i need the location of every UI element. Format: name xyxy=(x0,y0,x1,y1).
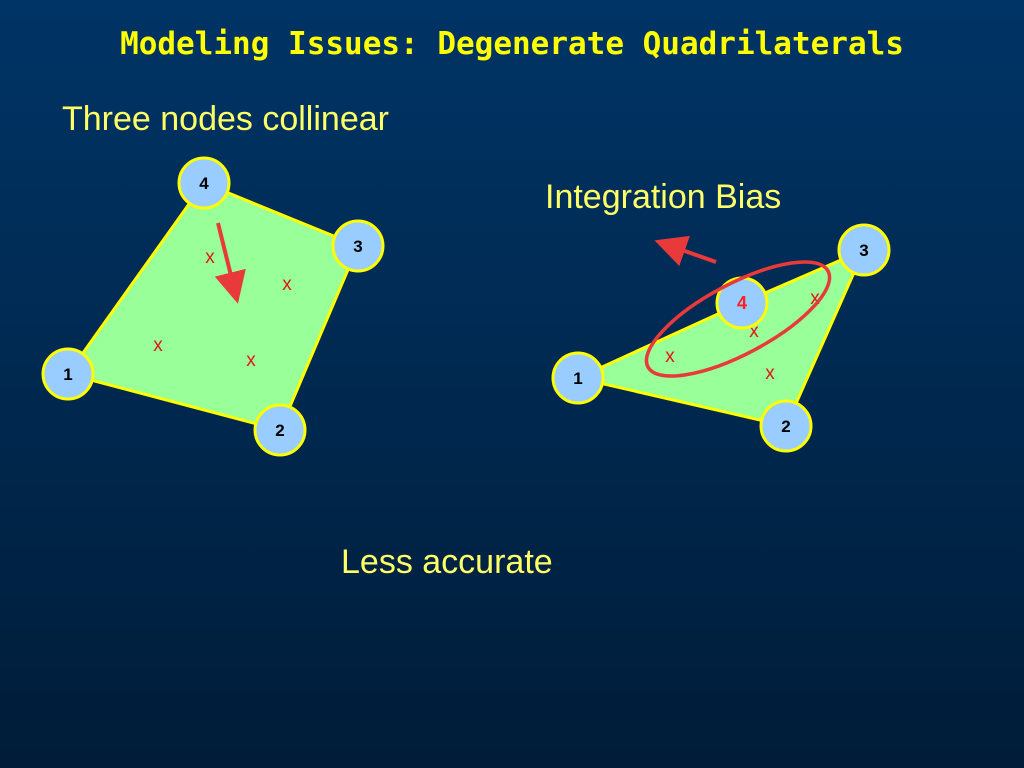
integration-bias-label: Integration Bias xyxy=(545,178,782,216)
right-gauss-point: x xyxy=(765,363,775,384)
collinear-label: Three nodes collinear xyxy=(62,100,389,138)
left-node-3: 3 xyxy=(331,219,385,273)
right-gauss-point: x xyxy=(810,288,820,309)
left-quad-diagram: x x x x 1 2 3 4 xyxy=(41,156,385,457)
right-node-2: 2 xyxy=(759,399,813,453)
collinear-highlight-ellipse xyxy=(644,260,832,378)
node-label: 1 xyxy=(573,369,582,388)
left-gauss-point: x xyxy=(153,335,163,356)
right-quad-diagram: x x x x 1 2 3 4 x xyxy=(551,223,891,453)
slide-title: Modeling Issues: Degenerate Quadrilatera… xyxy=(120,26,904,62)
left-node-4: 4 xyxy=(177,156,231,210)
bias-direction-arrow xyxy=(654,235,717,267)
right-node-1: 1 xyxy=(551,351,605,405)
left-gauss-point: x xyxy=(282,274,292,295)
left-node-2: 2 xyxy=(253,403,307,457)
node-movement-arrow xyxy=(214,222,246,304)
right-gauss-point: x xyxy=(665,346,675,367)
node-label: 3 xyxy=(353,237,362,256)
node-label: 2 xyxy=(781,417,790,436)
node-label: 4 xyxy=(199,174,209,193)
accuracy-label: Less accurate xyxy=(341,543,553,581)
node-label: 1 xyxy=(63,365,72,384)
node-label: 2 xyxy=(275,421,284,440)
right-node-3: 3 xyxy=(837,223,891,277)
left-element-shape xyxy=(65,181,360,432)
left-gauss-point: x xyxy=(205,247,215,268)
right-gauss-point: x xyxy=(749,321,759,342)
left-node-1: 1 xyxy=(41,347,95,401)
node-label: 3 xyxy=(859,241,868,260)
left-gauss-point: x xyxy=(246,350,256,371)
right-element-shape xyxy=(573,247,867,428)
node-label: 4 xyxy=(737,293,747,313)
